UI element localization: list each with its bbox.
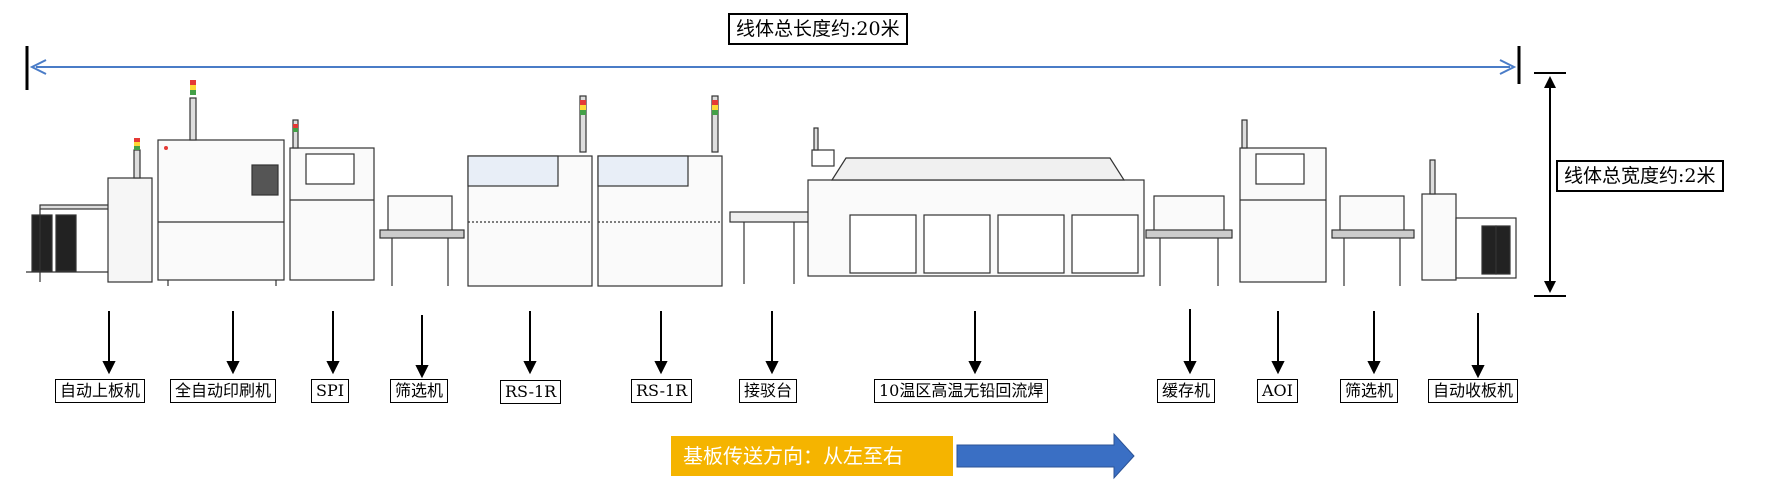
conveyor-machine [729,211,811,284]
width-dimension [1534,72,1566,297]
machine-label: 筛选机 [1340,379,1399,403]
spi-machine [289,119,375,281]
flow-direction-arrow [956,432,1135,480]
length-dimension-label: 线体总长度约:20米 [728,13,908,45]
machine-label: 缓存机 [1157,379,1216,403]
machine-label: 全自动印刷机 [170,379,277,403]
width-dimension-label: 线体总宽度约:2米 [1556,160,1724,192]
reflow-oven-machine [807,127,1145,277]
pointer-arrows [102,309,1485,379]
flow-direction-label: 基板传送方向：从左至右 [671,436,953,476]
screening-machine-1 [379,195,465,286]
buffer-machine [1145,195,1233,286]
unloader-machine [1421,159,1517,281]
machine-label: 接驳台 [739,379,798,403]
machine-label: 筛选机 [390,379,449,403]
mounter-machine-2 [597,95,723,287]
length-dimension [25,46,1521,90]
machine-label: AOI [1257,379,1298,403]
machine-label: 10温区高温无铅回流焊 [874,379,1049,403]
machine-label: SPI [311,379,350,403]
loader-machine [26,138,153,283]
screening-machine-2 [1331,195,1415,286]
machine-label: 自动收板机 [1428,379,1519,403]
machine-label: RS-1R [631,379,693,403]
mounter-machine-1 [467,95,593,287]
machine-label: 自动上板机 [55,379,146,403]
machine-label: RS-1R [500,380,562,404]
aoi-machine [1239,119,1327,283]
printer-machine [157,80,285,286]
